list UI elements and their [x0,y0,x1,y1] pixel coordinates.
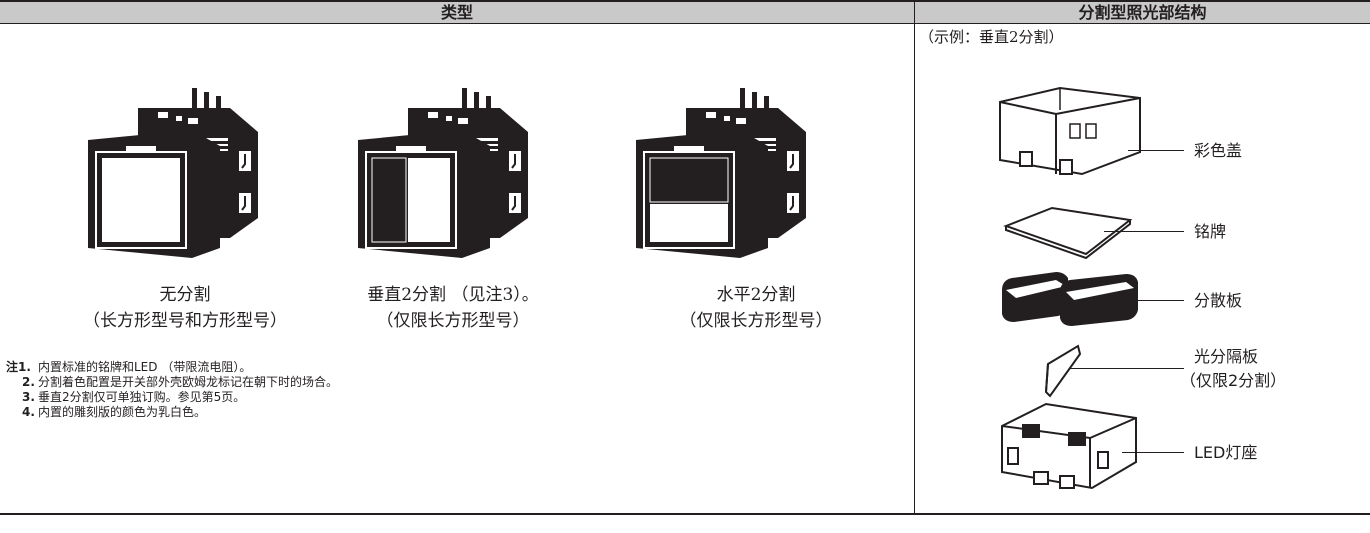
leader-line [1104,231,1184,232]
leader-line [1128,150,1184,151]
nameplate-illustration [1003,206,1133,260]
column-header-structure: 分割型照光部结构 [914,2,1370,24]
product-table: 类型 分割型照光部结构 [0,0,1370,515]
note-item: 3.垂直2分割仅可单独订购。参见第5页。 [6,390,338,405]
part-label-light-partition: 光分隔板 [1194,347,1259,366]
notes-list: 注1. 内置标准的铭牌和LED （带限流电阻）。 2.分割着色配置是开关部外壳欧姆… [6,360,338,420]
type-name: 无分割 [159,285,211,305]
switch-horizontal-split-illustration [635,88,807,259]
type-note: （仅限长方形型号） [376,311,530,331]
note-number: 2. [22,375,35,389]
type-caption-horizontal-split: 水平2分割 （仅限长方形型号） [626,282,886,334]
diffuser-illustration [1002,272,1138,326]
note-item: 2.分割着色配置是开关部外壳欧姆龙标记在朝下时的场合。 [6,375,338,390]
note-number: 注1. [6,360,31,374]
switch-vertical-split-illustration [357,88,529,259]
part-label-light-partition-note: （仅限2分割） [1180,371,1287,390]
type-caption-vertical-split: 垂直2分割 （见注3）。 （仅限长方形型号） [323,282,583,334]
note-text: 内置标准的铭牌和LED （带限流电阻）。 [38,360,252,374]
part-label-colored-cover: 彩色盖 [1194,141,1243,160]
led-holder-illustration [1001,402,1137,490]
leader-line [1118,300,1184,301]
note-item: 4.内置的雕刻版的颜色为乳白色。 [6,405,338,420]
light-partition-illustration [1044,344,1082,398]
note-text: 内置的雕刻版的颜色为乳白色。 [38,405,207,419]
note-text: 垂直2分割仅可单独订购。参见第5页。 [38,390,246,404]
leader-line [1122,452,1184,453]
type-caption-no-split: 无分割 （长方形型号和方形型号） [55,282,315,334]
switch-no-split-illustration [87,88,259,259]
part-label-led-holder: LED灯座 [1194,443,1258,462]
note-number: 3. [22,390,35,404]
column-header-type: 类型 [0,2,914,24]
leader-line [1070,368,1184,369]
type-name: 垂直2分割 （见注3）。 [367,285,539,305]
column-divider [914,24,915,515]
type-name: 水平2分割 [716,285,796,305]
type-note: （长方形型号和方形型号） [83,311,287,331]
note-number: 4. [22,405,35,419]
colored-cover-illustration [999,86,1141,176]
note-item: 注1. 内置标准的铭牌和LED （带限流电阻）。 [6,360,338,375]
part-label-diffuser: 分散板 [1194,291,1243,310]
structure-example-label: （示例：垂直2分割） [919,28,1064,46]
note-text: 分割着色配置是开关部外壳欧姆龙标记在朝下时的场合。 [38,375,339,389]
part-label-nameplate: 铭牌 [1194,222,1227,241]
type-note: （仅限长方形型号） [679,311,833,331]
